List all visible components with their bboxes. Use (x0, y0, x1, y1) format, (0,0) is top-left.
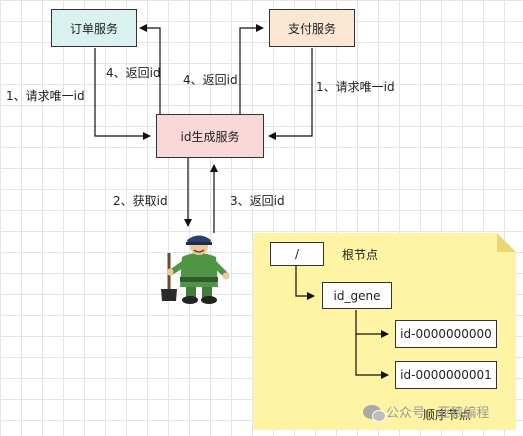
arrow-gene-to-child-2 (355, 334, 389, 379)
sequence-node-1-box: id-0000000000 (395, 320, 497, 348)
payment-request-label: 1、请求唯一id (316, 80, 395, 94)
order-service-label: 订单服务 (69, 21, 118, 36)
arrow-payment-request (268, 48, 313, 140)
gene-node-label: id_gene (333, 288, 381, 303)
wechat-icon (363, 404, 386, 422)
payment-service-box: 支付服务 (269, 9, 355, 47)
arrow-root-to-gene (295, 266, 315, 300)
watermark: 公众号 · 亚猿编程 (363, 402, 490, 422)
return-id-label: 3、返回id (230, 194, 285, 208)
sequence-node-2-label: id-0000000001 (400, 368, 492, 382)
sequence-node-caption: 顺序节点 (423, 408, 472, 422)
payment-service-label: 支付服务 (287, 21, 336, 36)
id-service-label: id生成服务 (180, 129, 240, 144)
root-node-caption: 根节点 (342, 248, 379, 262)
arrow-order-return (139, 24, 161, 114)
root-node-box: / (270, 242, 324, 266)
zookeeper-mascot-icon (161, 235, 230, 304)
payment-return-label: 4、返回id (183, 73, 238, 87)
root-node-label: / (294, 247, 300, 261)
get-id-label: 2、获取id (113, 194, 168, 208)
arrow-order-request (94, 48, 151, 140)
sequence-node-2-box: id-0000000001 (395, 361, 497, 389)
order-request-label: 1、请求唯一id (6, 89, 85, 103)
arrow-payment-return (239, 24, 264, 114)
order-return-label: 4、返回id (106, 66, 161, 80)
arrow-gene-to-child-1 (355, 310, 389, 338)
sequence-node-1-label: id-0000000000 (400, 327, 492, 341)
id-service-box: id生成服务 (156, 114, 264, 158)
order-service-box: 订单服务 (51, 9, 137, 47)
watermark-text: 公众号 · 亚猿编程 (386, 406, 490, 421)
gene-node-box: id_gene (322, 282, 392, 309)
